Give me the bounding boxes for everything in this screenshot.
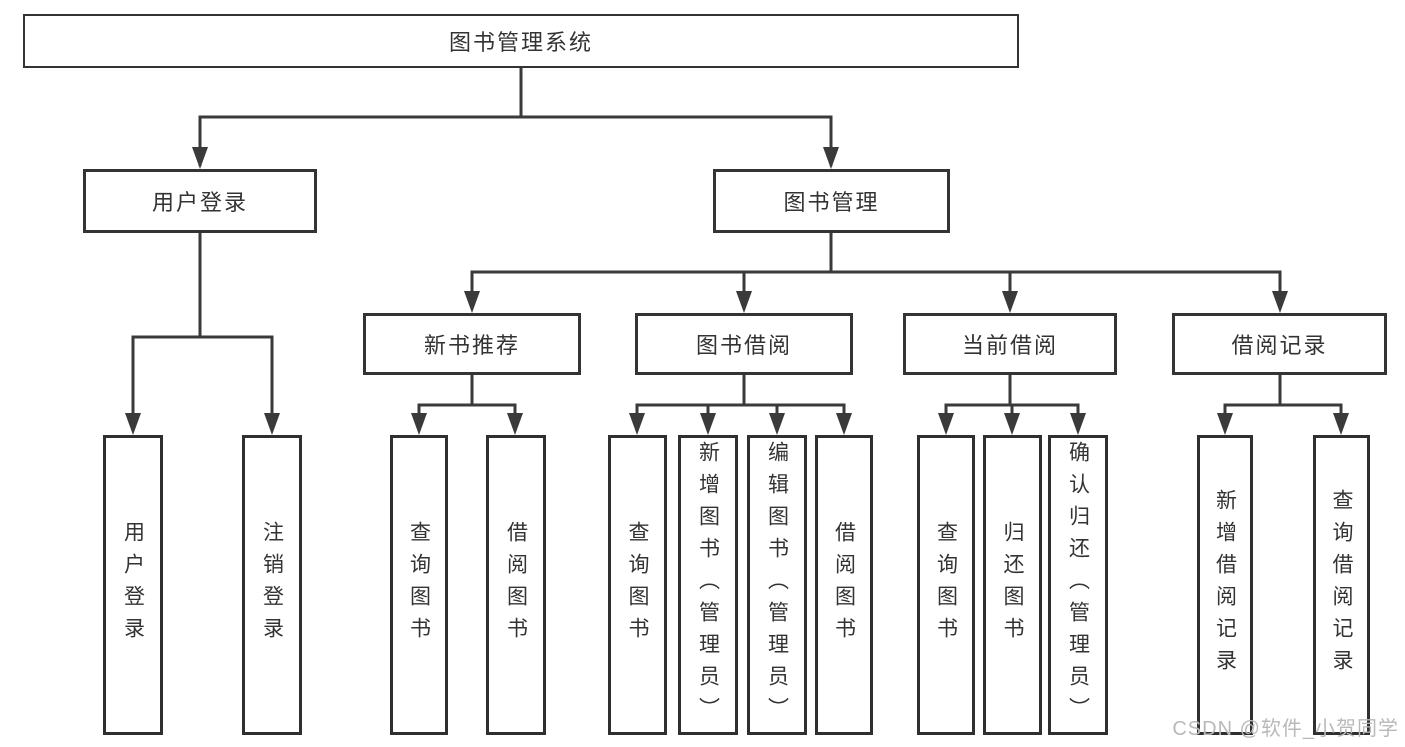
leaf-logout: 注销登录: [242, 435, 302, 735]
leaf-borrow-books: 借阅图书: [815, 435, 873, 735]
node-label: 图书管理: [783, 190, 880, 215]
node-label: 归还图书: [1001, 521, 1024, 649]
node-label: 用户登录: [121, 521, 145, 649]
node-new-book-recommendation: 新书推荐: [363, 313, 581, 375]
leaf-edit-book-admin: 编辑图书（管理员）: [747, 435, 807, 735]
leaf-query-books-current: 查询图书: [917, 435, 975, 735]
leaf-return-books: 归还图书: [983, 435, 1042, 735]
node-label: 借阅图书: [504, 521, 528, 649]
node-label: 借阅记录: [1231, 333, 1328, 358]
leaf-borrow-books-recommend: 借阅图书: [486, 435, 546, 735]
leaf-confirm-return-admin: 确认归还（管理员）: [1048, 435, 1108, 735]
node-label: 查询图书: [626, 521, 649, 649]
node-label: 图书借阅: [695, 333, 792, 358]
node-book-management: 图书管理: [713, 169, 950, 233]
node-label: 查询图书: [407, 521, 431, 649]
node-label: 图书管理系统: [448, 30, 593, 55]
node-borrowing-records: 借阅记录: [1172, 313, 1387, 375]
node-label: 查询借阅记录: [1330, 489, 1353, 681]
node-label: 新增借阅记录: [1213, 489, 1237, 681]
node-book-borrowing: 图书借阅: [635, 313, 853, 375]
node-label: 确认归还（管理员）: [1066, 441, 1090, 729]
node-label: 新增图书（管理员）: [696, 441, 720, 729]
leaf-add-borrow-record: 新增借阅记录: [1197, 435, 1253, 735]
leaf-query-borrow-record: 查询借阅记录: [1313, 435, 1370, 735]
node-label: 编辑图书（管理员）: [765, 441, 789, 729]
leaf-query-books-borrowing: 查询图书: [608, 435, 667, 735]
node-label: 当前借阅: [961, 333, 1058, 358]
node-label: 新书推荐: [423, 333, 520, 358]
node-label: 用户登录: [151, 190, 248, 215]
node-library-management-system: 图书管理系统: [23, 14, 1019, 68]
arrowheads: [125, 147, 1349, 435]
node-user-login: 用户登录: [83, 169, 317, 233]
node-label: 借阅图书: [832, 521, 856, 649]
node-label: 注销登录: [260, 521, 284, 649]
node-current-borrowing: 当前借阅: [903, 313, 1117, 375]
leaf-query-books-recommend: 查询图书: [390, 435, 448, 735]
leaf-user-login: 用户登录: [103, 435, 163, 735]
leaf-add-book-admin: 新增图书（管理员）: [678, 435, 738, 735]
csdn-watermark: CSDN @软件_小贺同学: [1172, 718, 1399, 740]
node-label: 查询图书: [934, 521, 958, 649]
